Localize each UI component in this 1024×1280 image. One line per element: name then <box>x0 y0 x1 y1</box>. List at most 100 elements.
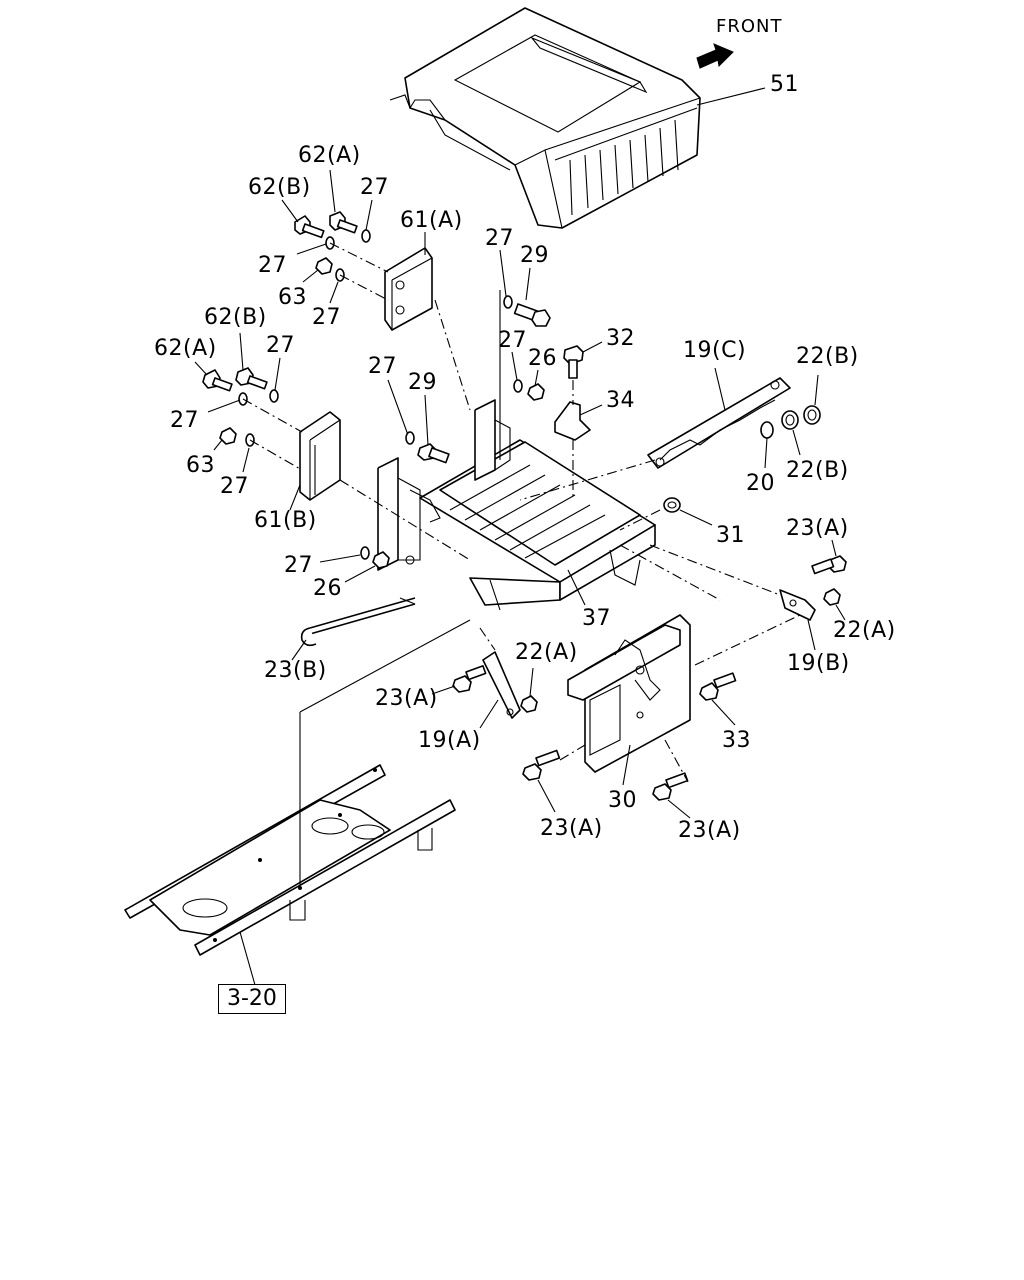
dash-line <box>619 509 661 531</box>
bolt-23a-low1 <box>522 749 561 781</box>
bolt-cluster-top <box>294 211 371 282</box>
dash-line <box>619 544 721 601</box>
callout-23b: 23(B) <box>264 658 327 683</box>
reference-box-3-20[interactable]: 3-20 <box>218 984 286 1014</box>
leader-22b-top <box>814 374 819 406</box>
nut-26-top <box>527 383 545 401</box>
leader-27-b <box>296 243 327 255</box>
callout-37: 37 <box>582 606 611 631</box>
leader-62a-mid <box>194 361 208 376</box>
plate-30 <box>567 614 691 773</box>
leader-27-j <box>319 554 361 563</box>
leader-22a-mid <box>529 667 534 697</box>
leader-26-low <box>344 565 376 583</box>
callout-61a: 61(A) <box>400 208 463 233</box>
leader-61b <box>289 484 301 511</box>
leader-30 <box>622 744 631 786</box>
dash-line <box>434 299 471 411</box>
leader-23a-low1 <box>537 779 556 813</box>
leader-27-h <box>499 249 507 297</box>
leader-63-top <box>302 269 319 283</box>
dash-line <box>694 614 801 666</box>
callout-30: 30 <box>608 788 637 813</box>
callout-27-d: 27 <box>485 226 514 251</box>
battery-tray <box>419 439 656 611</box>
callout-27-a: 27 <box>360 175 389 200</box>
leader-27-e <box>207 399 241 413</box>
callout-32: 32 <box>606 326 635 351</box>
front-arrow-icon <box>696 43 734 69</box>
callout-62a-top: 62(A) <box>298 143 361 168</box>
clamp-34 <box>554 401 591 441</box>
bracket-19b <box>779 589 816 621</box>
dash-line <box>664 739 689 783</box>
callout-61b: 61(B) <box>254 508 317 533</box>
nut-26-low <box>372 551 390 569</box>
left-bracket <box>377 457 441 571</box>
callout-31: 31 <box>716 523 745 548</box>
callout-63-mid: 63 <box>186 453 215 478</box>
bolt-cluster-mid <box>202 367 279 447</box>
callout-23a-right: 23(A) <box>786 516 849 541</box>
dash-line <box>249 439 303 471</box>
battery-cover <box>389 7 701 229</box>
callout-23a-mid: 23(A) <box>375 686 438 711</box>
dash-line <box>479 627 496 651</box>
leader-27-d <box>274 357 281 391</box>
callout-62b-top: 62(B) <box>248 175 311 200</box>
leader-63-mid <box>213 439 223 451</box>
leader-23b <box>291 639 307 661</box>
callout-19c: 19(C) <box>683 338 747 363</box>
callout-62b-mid: 62(B) <box>204 305 267 330</box>
clamp-61b <box>299 411 341 501</box>
dash-line <box>339 274 389 301</box>
dash-line <box>559 744 586 761</box>
dash-line <box>339 479 471 561</box>
callout-62a-mid: 62(A) <box>154 336 217 361</box>
bolt-23a-mid <box>452 665 487 693</box>
bolt-23a-right <box>811 555 847 575</box>
connection-line <box>299 619 471 713</box>
bracket-19c <box>647 377 791 469</box>
callout-27-c: 27 <box>312 305 341 330</box>
callout-22a-right: 22(A) <box>833 618 896 643</box>
bolt-29-top <box>513 303 551 327</box>
clamp-61a <box>384 247 433 331</box>
callout-22a-mid: 22(A) <box>515 640 578 665</box>
callout-63-top: 63 <box>278 285 307 310</box>
leader-19a <box>479 699 499 729</box>
callout-22b-mid: 22(B) <box>786 458 849 483</box>
leader-62a-top <box>329 169 336 213</box>
callout-20: 20 <box>746 471 775 496</box>
leader-51 <box>696 87 766 106</box>
leader-27-c <box>329 281 339 304</box>
leader-23a-right <box>831 539 837 557</box>
bolt-23a-low2 <box>652 772 689 801</box>
dash-line <box>329 242 389 273</box>
leader-20 <box>764 437 768 469</box>
leader-29-top <box>525 267 531 301</box>
nut-22a-right <box>823 588 841 606</box>
leader-33 <box>711 699 736 726</box>
callout-27-e: 27 <box>498 328 527 353</box>
leader-22a-right <box>835 604 846 621</box>
callout-23a-low1: 23(A) <box>540 816 603 841</box>
bolt-32 <box>563 345 584 379</box>
leader-37 <box>567 569 586 606</box>
bolt-29-mid <box>405 431 450 464</box>
callout-27-j: 27 <box>284 553 313 578</box>
leader-3-20 <box>239 931 256 986</box>
callout-27-f: 27 <box>266 333 295 358</box>
leader-23a-mid <box>431 685 456 695</box>
leader-34 <box>579 404 603 416</box>
callout-26-low: 26 <box>313 576 342 601</box>
front-direction-label: FRONT <box>716 16 783 37</box>
washer-and-nuts <box>760 405 821 439</box>
callout-29-mid: 29 <box>408 370 437 395</box>
callout-27-g: 27 <box>368 354 397 379</box>
washer-27-low <box>360 546 370 560</box>
leader-29-mid <box>424 394 429 446</box>
leader-32 <box>582 341 603 353</box>
